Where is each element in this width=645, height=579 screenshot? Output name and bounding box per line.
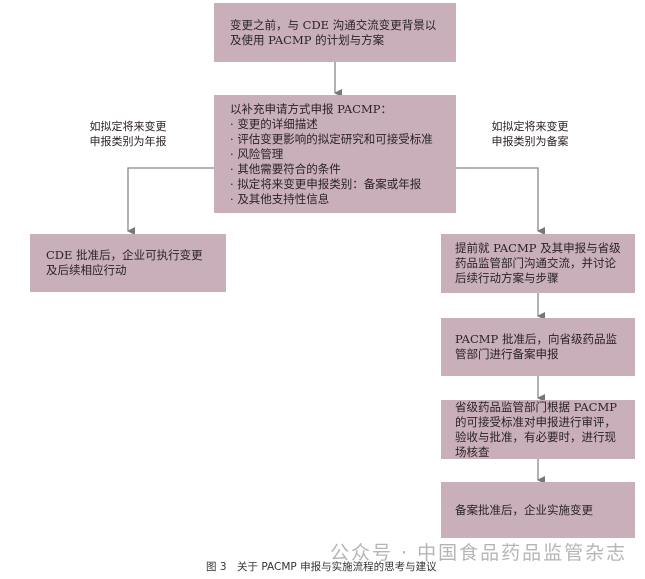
box-text: CDE 批准后，企业可执行变更及后续相应行动 (46, 248, 203, 277)
list-item: 拟定将来变更申报类别：备案或年报 (230, 177, 440, 192)
box-text: 备案批准后，企业实施变更 (455, 502, 593, 517)
figure-caption: 图 3 关于 PACMP 申报与实施流程的思考与建议 (206, 561, 437, 573)
list-item: 及其他支持性信息 (230, 192, 440, 207)
list-item: 其他需要符合的条件 (230, 162, 440, 177)
step-submit-pacmp: 以补充申请方式申报 PACMP： 变更的详细描述 评估变更影响的拟定研究和可接受… (214, 95, 456, 213)
requirement-list: 变更的详细描述 评估变更影响的拟定研究和可接受标准 风险管理 其他需要符合的条件… (230, 117, 440, 207)
box-text: 提前就 PACMP 及其申报与省级药品监管部门沟通交流，并讨论后续行动方案与步骤 (455, 241, 621, 285)
box-text: PACMP 批准后，向省级药品监管部门进行备案申报 (455, 332, 617, 361)
label-line: 申报类别为备案 (491, 135, 569, 148)
step-consult-cde: 变更之前，与 CDE 沟通交流变更背景以及使用 PACMP 的计划与方案 (214, 3, 456, 62)
step-provincial-communication: 提前就 PACMP 及其申报与省级药品监管部门沟通交流，并讨论后续行动方案与步骤 (441, 234, 635, 293)
step-cde-approval: CDE 批准后，企业可执行变更及后续相应行动 (30, 234, 226, 292)
box-text: 变更之前，与 CDE 沟通交流变更背景以及使用 PACMP 的计划与方案 (230, 17, 437, 47)
watermark: 公众号 · 中国食品药品监管杂志 (330, 542, 628, 564)
list-item: 变更的详细描述 (230, 117, 440, 132)
step-provincial-review: 省级药品监管部门根据 PACMP 的可接受标准对申报进行审评，验收与批准，有必要… (441, 400, 635, 459)
box-title: 以补充申请方式申报 PACMP： (230, 101, 392, 116)
label-line: 如拟定将来变更 (491, 120, 569, 133)
step-implement-change: 备案批准后，企业实施变更 (441, 482, 635, 538)
list-item: 风险管理 (230, 147, 440, 162)
branch-label-annual: 如拟定将来变更申报类别为年报 (82, 119, 174, 149)
label-line: 如拟定将来变更 (89, 120, 167, 133)
label-line: 申报类别为年报 (89, 135, 167, 148)
step-filing-submission: PACMP 批准后，向省级药品监管部门进行备案申报 (441, 318, 635, 376)
list-item: 评估变更影响的拟定研究和可接受标准 (230, 132, 440, 147)
box-text: 省级药品监管部门根据 PACMP 的可接受标准对申报进行审评，验收与批准，有必要… (455, 399, 617, 459)
branch-label-filing: 如拟定将来变更申报类别为备案 (484, 119, 576, 149)
